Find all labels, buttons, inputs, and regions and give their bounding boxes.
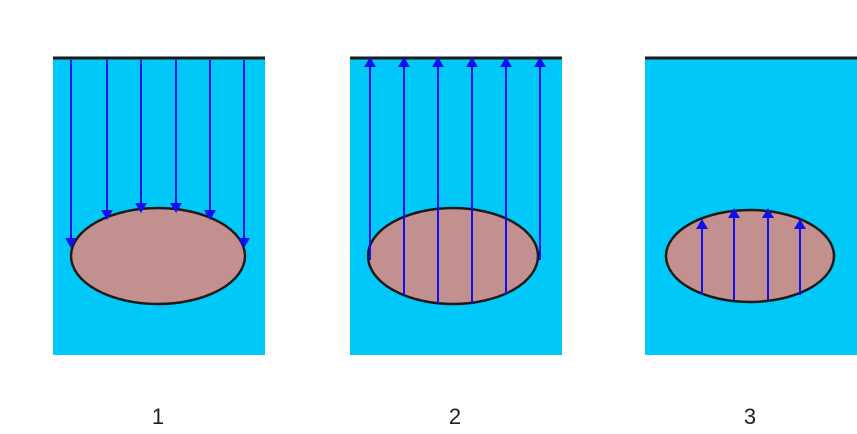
panel-1: 1 [53, 56, 265, 429]
submerged-object [69, 206, 247, 306]
panel-label: 1 [152, 404, 164, 429]
floating-object [664, 208, 836, 304]
arrows-group [364, 57, 546, 303]
water-rect [350, 58, 562, 355]
panel-label: 3 [744, 404, 756, 429]
arrows-group [65, 60, 250, 248]
panel-2: 2 [350, 56, 562, 429]
water-rect [645, 58, 857, 355]
arrows-group [696, 208, 806, 300]
submerged-object [366, 206, 540, 306]
water-rect [53, 58, 265, 355]
panel-label: 2 [449, 404, 461, 429]
panel-3: 3 [645, 56, 857, 429]
